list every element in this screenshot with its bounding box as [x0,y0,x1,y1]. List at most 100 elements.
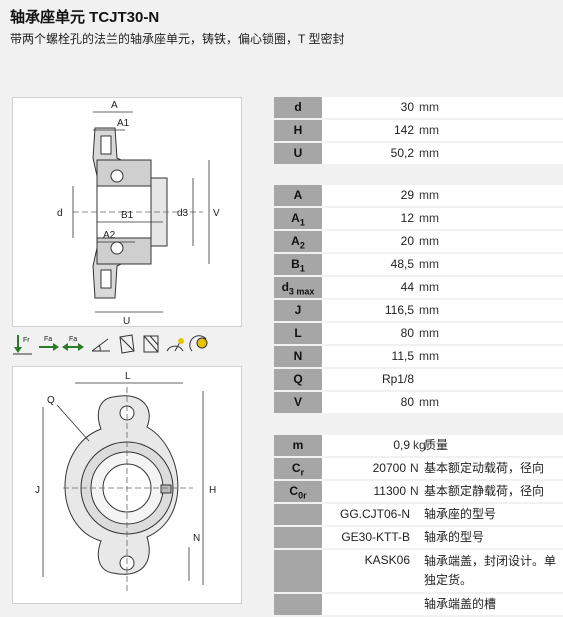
param-value: 142 [393,123,414,137]
dim-label-A1: A1 [117,118,130,129]
table-row: L 80 mm [274,323,563,344]
param-key: J [274,300,322,321]
section-drawing: A A1 B1 A2 d d3 V U [12,97,242,327]
param-value: 50,2 [390,146,414,160]
table-row: A 29 mm [274,185,563,206]
lubrication-icon [189,335,208,352]
param-key: m [274,435,322,456]
table-row: GE30-KTT-B 轴承的型号 [274,527,563,548]
param-unit: N [410,484,419,498]
param-value: 44 [400,280,414,294]
dim-label-H: H [209,485,216,496]
table-row: m 0,9 kg 质量 [274,435,563,456]
param-unit: mm [419,146,439,160]
param-value: 11300 [373,484,406,498]
param-unit: mm [419,326,439,340]
svg-text:Fr: Fr [23,337,30,344]
table-row: KASK06 轴承端盖，封闭设计。单独定货。 [274,550,563,592]
table-row: B1 48,5 mm [274,254,563,275]
dim-label-d: d [57,208,63,219]
param-description: 轴承端盖的槽 [424,597,497,611]
param-unit: mm [419,395,439,409]
param-value: GG.CJT06-N [339,507,410,521]
page-subtitle: 带两个螺栓孔的法兰的轴承座单元，铸铁，偏心锁圈，T 型密封 [10,32,345,46]
table-row: 轴承端盖的槽 [274,594,563,615]
radial-load-icon: Fr [13,335,32,355]
param-value: KASK06 [364,553,410,567]
param-description: 轴承的型号 [424,530,485,544]
page-title: 轴承座单元 TCJT30-N [10,9,160,26]
param-key: H [274,120,322,141]
param-key: Q [274,369,322,390]
param-key: N [274,346,322,367]
param-key [274,504,322,525]
dim-label-d3: d3 [177,208,189,219]
param-value: 80 [400,326,414,340]
param-unit: mm [419,100,439,114]
param-key: Cr [274,458,322,479]
param-key: C0r [274,481,322,502]
dim-label-L: L [125,371,131,382]
table-row: A2 20 mm [274,231,563,252]
svg-text:Fa: Fa [69,336,77,343]
param-value: 11,5 [391,349,414,363]
table-row: d 30 mm [274,97,563,118]
dim-label-B1: B1 [121,210,134,221]
table-row: GG.CJT06-N 轴承座的型号 [274,504,563,525]
param-unit: mm [419,211,439,225]
load-symbol-strip: Fr Fa Fa [12,333,242,355]
dim-label-V: V [213,208,220,219]
table-row: V 80 mm [274,392,563,413]
speed-icon [166,338,184,352]
axial-load-icon: Fa [39,336,59,351]
param-description: 轴承座的型号 [424,507,497,521]
param-key: B1 [274,254,322,275]
table-row: U 50,2 mm [274,143,563,164]
param-unit: mm [419,234,439,248]
dim-label-N: N [193,533,200,544]
param-key [274,550,322,592]
table-row: Q Rp1/8 [274,369,563,390]
param-description: 质量 [424,438,449,452]
table-row: C0r 11300 N 基本额定静载荷，径向 [274,481,563,502]
table-row: N 11,5 mm [274,346,563,367]
param-unit: mm [419,303,439,317]
param-description: 基本额定静载荷，径向 [424,484,545,498]
dim-label-A2: A2 [103,230,116,241]
table-row: d3 max 44 mm [274,277,563,298]
param-key [274,527,322,548]
param-value: 30 [400,100,414,114]
misalignment-angle-icon [91,338,110,352]
spec-table-properties: m 0,9 kg 质量 Cr 20700 N 基本额定动载荷，径向 C0r 11… [274,435,563,617]
param-key: A [274,185,322,206]
param-key: A2 [274,231,322,252]
table-row: H 142 mm [274,120,563,141]
param-key [274,594,322,615]
param-key: U [274,143,322,164]
param-key: L [274,323,322,344]
param-unit: mm [419,188,439,202]
dim-label-Q: Q [47,395,55,406]
param-value: 116,5 [384,303,414,317]
bidirectional-axial-load-icon: Fa [62,336,84,351]
param-value: 20700 [372,461,406,475]
dim-label-J: J [35,485,40,496]
param-value: 12 [400,211,414,225]
param-description: 轴承端盖，封闭设计。单独定货。 [424,554,557,587]
param-unit: kg [413,438,426,452]
param-unit: mm [419,280,439,294]
param-unit: N [410,461,419,475]
param-key: A1 [274,208,322,229]
dim-label-A: A [111,100,118,111]
param-key: d3 max [274,277,322,298]
param-value: 80 [400,395,414,409]
param-value: Rp1/8 [381,372,414,386]
svg-text:Fa: Fa [44,336,52,343]
param-unit: mm [419,257,439,271]
param-value: 0,9 [393,438,410,452]
front-view-drawing: L Q J H N [12,366,242,604]
param-value: 29 [400,188,414,202]
param-value: 48,5 [390,257,414,271]
param-key: d [274,97,322,118]
param-key: V [274,392,322,413]
